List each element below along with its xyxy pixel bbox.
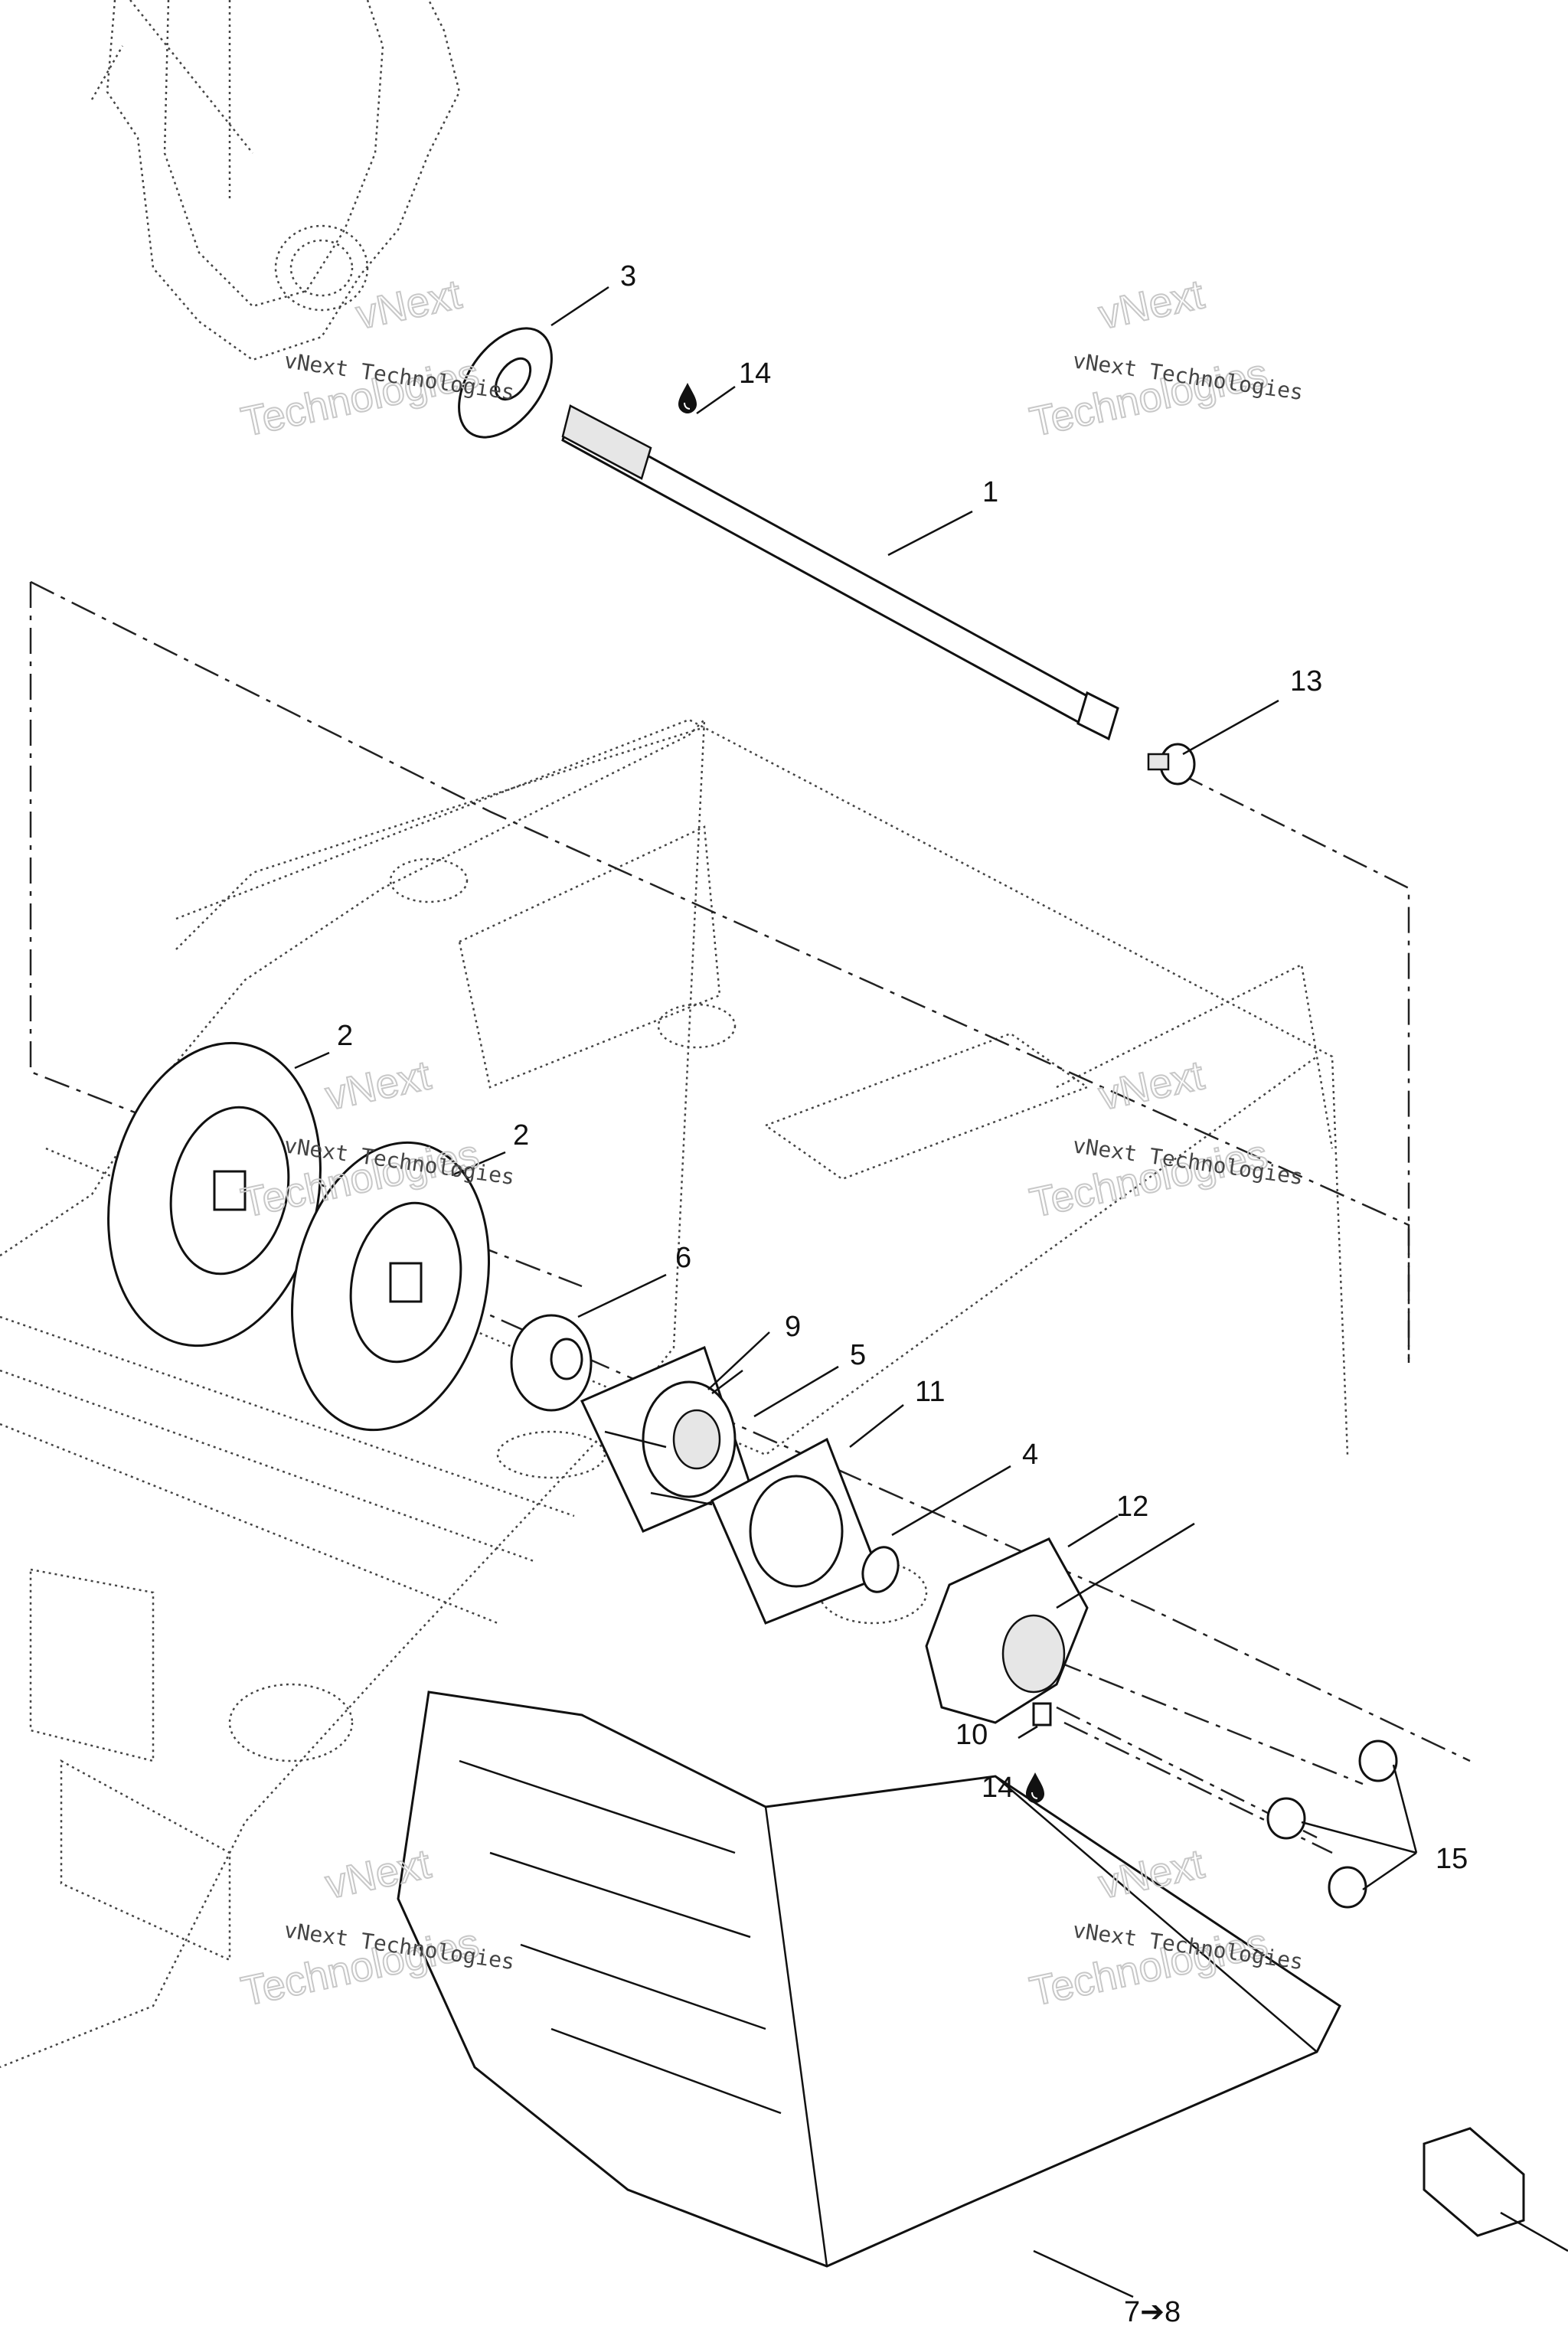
watermark-vnext: vNext	[352, 271, 466, 338]
callout-7-to-8: 7➔8	[1124, 2296, 1181, 2328]
frame-outline	[0, 0, 1349, 2069]
watermark-vnext: vNext	[1095, 1841, 1208, 1907]
part-6-washer	[510, 1314, 593, 1412]
part-2-sprocket-b	[291, 1141, 490, 1432]
part-7-track	[397, 1690, 1341, 2268]
callout-11: 11	[915, 1376, 945, 1408]
part-12-end-cover	[925, 1522, 1195, 1724]
oil-drop-icon	[678, 383, 697, 413]
part-2-sprocket-a	[107, 1041, 322, 1348]
part-11-flange	[710, 1437, 882, 1625]
watermark-vnext: vNext	[1095, 1052, 1208, 1119]
callout-10: 10	[956, 1719, 988, 1751]
part-13-plug	[1147, 743, 1196, 786]
part-15-nuts	[1266, 1740, 1398, 1909]
part-5-bearing-housing	[580, 1345, 752, 1533]
oil-drop-icon	[1026, 1772, 1044, 1803]
callout-1: 1	[982, 476, 998, 508]
callout-3: 3	[620, 260, 636, 292]
part-8-clip	[1423, 2127, 1525, 2237]
callout-15: 15	[1436, 1843, 1468, 1875]
callout-2-second: 2	[513, 1119, 529, 1152]
part-1-drive-shaft	[561, 404, 1119, 741]
callout-9: 9	[785, 1311, 801, 1343]
watermark-vnext: vNext	[322, 1052, 435, 1119]
watermark-vnext: vNext	[1095, 271, 1208, 338]
callout-14-top: 14	[739, 358, 771, 390]
callout-2-first: 2	[337, 1020, 353, 1052]
callout-13: 13	[1290, 665, 1322, 697]
part-10-grease-fitting	[1032, 1702, 1052, 1726]
part-3-washer	[458, 327, 553, 439]
callout-5: 5	[850, 1339, 866, 1371]
leader-lines	[294, 286, 1568, 2298]
callout-12: 12	[1116, 1491, 1148, 1523]
callout-4: 4	[1022, 1439, 1038, 1471]
callout-6: 6	[675, 1242, 691, 1274]
callout-14-bottom: 14	[982, 1772, 1014, 1804]
part-4-ring	[861, 1546, 900, 1593]
